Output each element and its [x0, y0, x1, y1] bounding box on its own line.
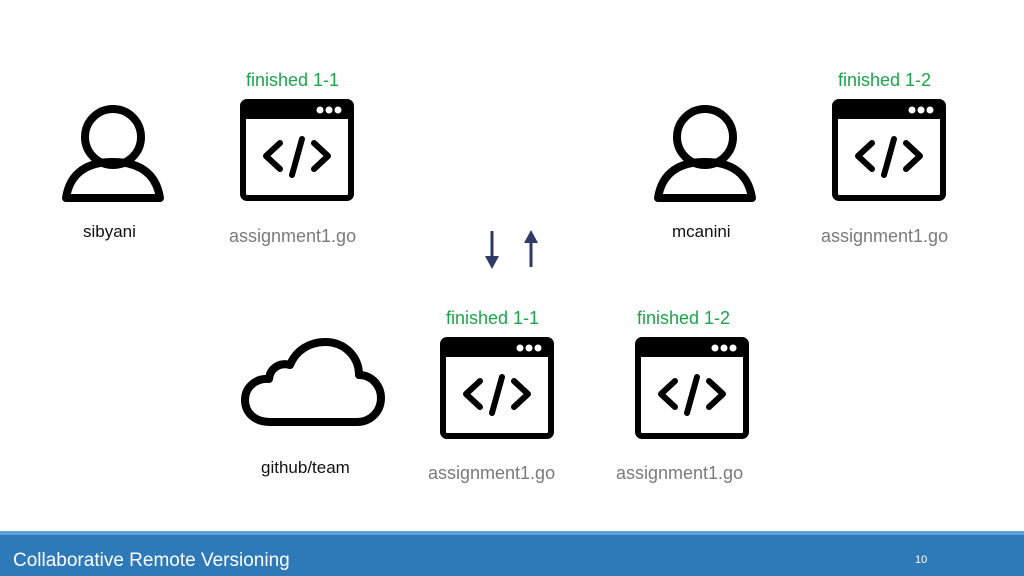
file-name: assignment1.go — [821, 226, 949, 246]
user-mcanini — [652, 100, 758, 204]
arrow-down-icon — [485, 231, 499, 269]
file-window[interactable] — [440, 337, 554, 439]
file-name: assignment1.go — [616, 463, 744, 483]
status-label: finished 1-1 — [446, 308, 540, 328]
user-name-mcanini: mcanini — [672, 222, 731, 241]
arrow-up-icon — [524, 230, 538, 267]
footer-bar: Collaborative Remote Versioning 10 — [0, 531, 1024, 576]
code-window-icon — [832, 99, 946, 201]
code-window-icon — [240, 99, 354, 201]
file-name: assignment1.go — [428, 463, 556, 483]
person-icon — [654, 105, 756, 202]
page-number: 10 — [915, 554, 928, 566]
user-sibyani — [60, 100, 166, 204]
file-window[interactable] — [635, 337, 749, 439]
person-icon — [62, 105, 164, 202]
status-label: finished 1-1 — [246, 70, 340, 90]
file-name: assignment1.go — [229, 226, 357, 246]
code-window-icon — [635, 337, 749, 439]
remote-name: github/team — [261, 458, 350, 477]
status-label: finished 1-2 — [637, 308, 731, 328]
file-window[interactable] — [832, 99, 946, 201]
status-label: finished 1-2 — [838, 70, 932, 90]
cloud-icon — [241, 338, 385, 426]
code-window-icon — [440, 337, 554, 439]
file-window[interactable] — [240, 99, 354, 201]
remote-repo — [240, 338, 386, 428]
slide-title: Collaborative Remote Versioning — [13, 550, 290, 571]
sync-arrows — [480, 228, 544, 272]
user-name-sibyani: sibyani — [83, 222, 136, 241]
